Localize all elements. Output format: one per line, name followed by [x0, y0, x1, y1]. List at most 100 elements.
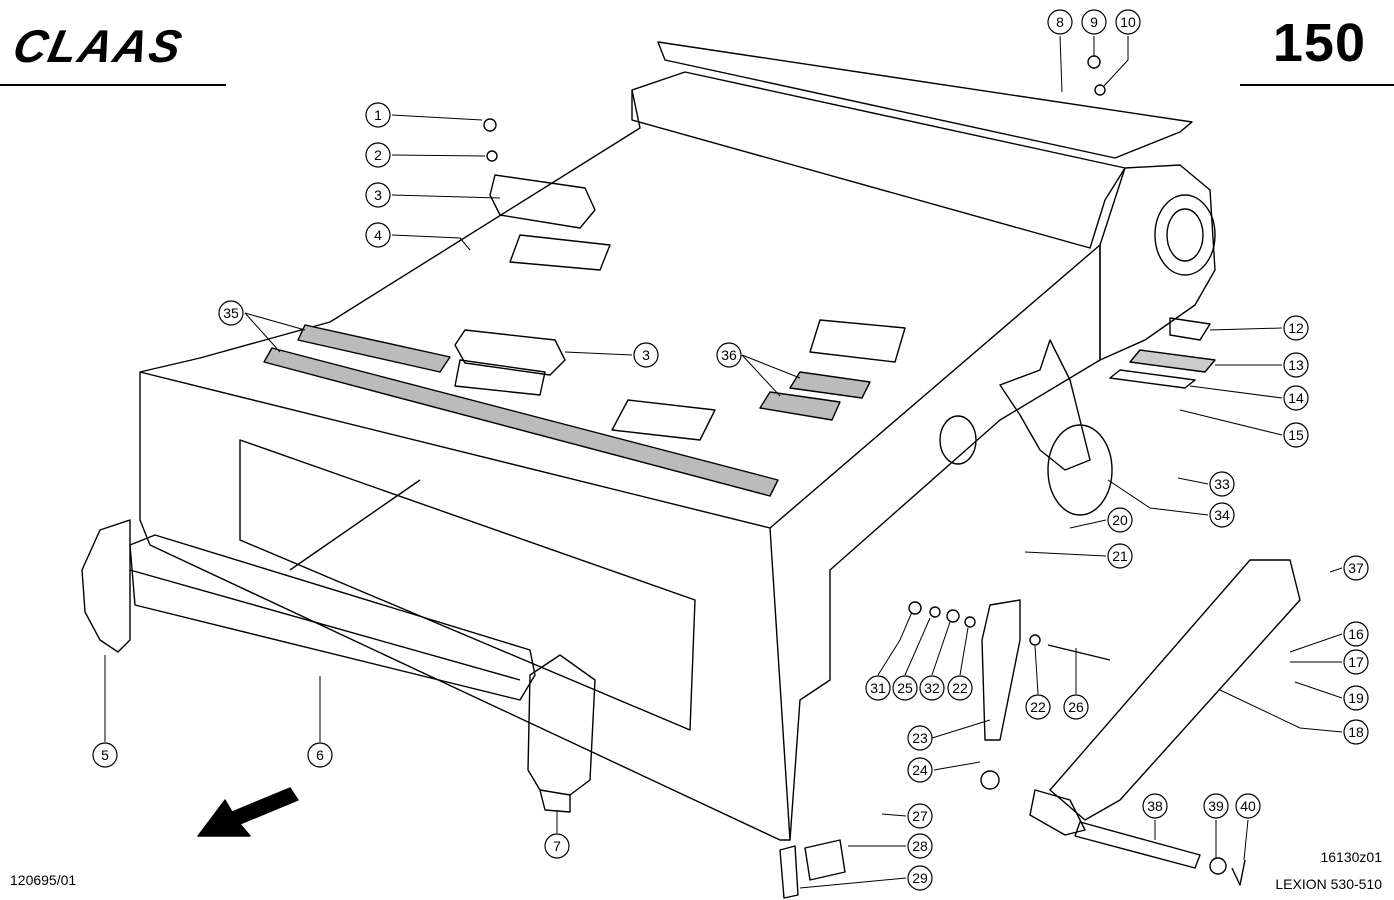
inspection-cover-upper — [489, 174, 596, 229]
callout-label: 23 — [912, 730, 928, 746]
callout-circle — [1283, 422, 1309, 448]
leader-27 — [881, 813, 907, 817]
cross-beam-edge — [129, 569, 521, 681]
callout-circle — [1283, 385, 1309, 411]
callout-2: 2 — [365, 142, 391, 168]
callout-label: 8 — [1056, 14, 1064, 30]
right-bracket-foot — [539, 789, 571, 813]
seal-pad-lower — [759, 391, 841, 421]
plate-29 — [779, 845, 799, 899]
callout-23: 23 — [907, 725, 933, 751]
housing-front-beam — [631, 90, 1126, 249]
plate-28 — [804, 839, 846, 881]
callout-25: 25 — [892, 675, 918, 701]
bolt-1 — [483, 118, 497, 132]
callout-label: 36 — [721, 347, 737, 363]
callout-12: 12 — [1283, 315, 1309, 341]
callout-9: 9 — [1081, 9, 1107, 35]
callout-label: 21 — [1112, 548, 1128, 564]
callout-15: 15 — [1283, 422, 1309, 448]
callout-22: 22 — [1025, 694, 1051, 720]
callout-label: 27 — [912, 808, 928, 824]
callout-label: 18 — [1348, 724, 1364, 740]
washer-2 — [486, 150, 498, 162]
callout-label: 12 — [1288, 320, 1304, 336]
callout-36: 36 — [716, 342, 742, 368]
leader-35b — [244, 312, 281, 353]
callout-circle — [1343, 649, 1369, 675]
side-plate-bracket — [999, 339, 1091, 471]
callout-label: 31 — [870, 680, 886, 696]
callout-circle — [1115, 9, 1141, 35]
pin-40 — [1231, 859, 1246, 886]
callout-label: 19 — [1348, 690, 1364, 706]
callout-circle — [907, 833, 933, 859]
leader-40 — [1243, 819, 1249, 861]
callout-34: 34 — [1209, 502, 1235, 528]
seal-strip-lower — [263, 347, 779, 497]
leader-25 — [904, 617, 931, 676]
callout-circle — [218, 300, 244, 326]
callout-label: 34 — [1214, 507, 1230, 523]
callout-3: 3 — [365, 182, 391, 208]
callout-circle — [1063, 694, 1089, 720]
callout-label: 13 — [1288, 357, 1304, 373]
callout-label: 16 — [1348, 626, 1364, 642]
model-name: LEXION 530-510 — [1275, 876, 1382, 892]
leader-16 — [1289, 633, 1343, 653]
callout-circle — [907, 757, 933, 783]
washer-10 — [1094, 84, 1106, 96]
callout-37: 37 — [1343, 555, 1369, 581]
bolt-9 — [1087, 55, 1101, 69]
callout-circle — [365, 142, 391, 168]
callout-circle — [907, 725, 933, 751]
leader-21 — [1024, 551, 1107, 557]
callout-20: 20 — [1107, 507, 1133, 533]
callout-circle — [365, 222, 391, 248]
callout-7: 7 — [544, 833, 570, 859]
leader-32 — [931, 621, 951, 676]
callout-label: 26 — [1068, 699, 1084, 715]
washer-31 — [908, 601, 922, 615]
callout-label: 2 — [374, 147, 382, 163]
leader-22b — [1034, 645, 1039, 695]
callout-label: 17 — [1348, 654, 1364, 670]
callout-circle — [892, 675, 918, 701]
callout-circle — [1283, 352, 1309, 378]
washer-24 — [980, 770, 1000, 790]
callout-5: 5 — [92, 742, 118, 768]
callout-circle — [1203, 793, 1229, 819]
page-number: 150 — [1272, 13, 1366, 73]
svg-text:CLAAS: CLAAS — [9, 20, 188, 71]
callout-1: 1 — [365, 102, 391, 128]
callout-16: 16 — [1343, 621, 1369, 647]
callout-label: 1 — [374, 107, 382, 123]
callout-label: 28 — [912, 838, 928, 854]
callout-circle — [1209, 502, 1235, 528]
housing-right-end — [1099, 164, 1216, 361]
side-cover-disc — [1047, 424, 1113, 516]
callout-14: 14 — [1283, 385, 1309, 411]
inspection-opening-3 — [809, 319, 906, 363]
support-arm — [1049, 559, 1301, 821]
callout-24: 24 — [907, 757, 933, 783]
callout-circle — [365, 182, 391, 208]
callout-label: 39 — [1208, 798, 1224, 814]
callout-21: 21 — [1107, 543, 1133, 569]
callout-circle — [947, 675, 973, 701]
callout-circle — [1343, 621, 1369, 647]
callout-33: 33 — [1209, 471, 1235, 497]
callout-8: 8 — [1047, 9, 1073, 35]
callout-circle — [1343, 719, 1369, 745]
hydraulic-cylinder — [981, 599, 1021, 741]
callout-38: 38 — [1142, 793, 1168, 819]
leader-18 — [1219, 689, 1343, 733]
leader-20 — [1069, 519, 1107, 529]
leader-4 — [391, 234, 471, 251]
callout-6: 6 — [307, 742, 333, 768]
claas-logo: CLAAS — [9, 20, 188, 71]
inspection-cover-lower — [454, 329, 566, 376]
callout-circle — [907, 803, 933, 829]
